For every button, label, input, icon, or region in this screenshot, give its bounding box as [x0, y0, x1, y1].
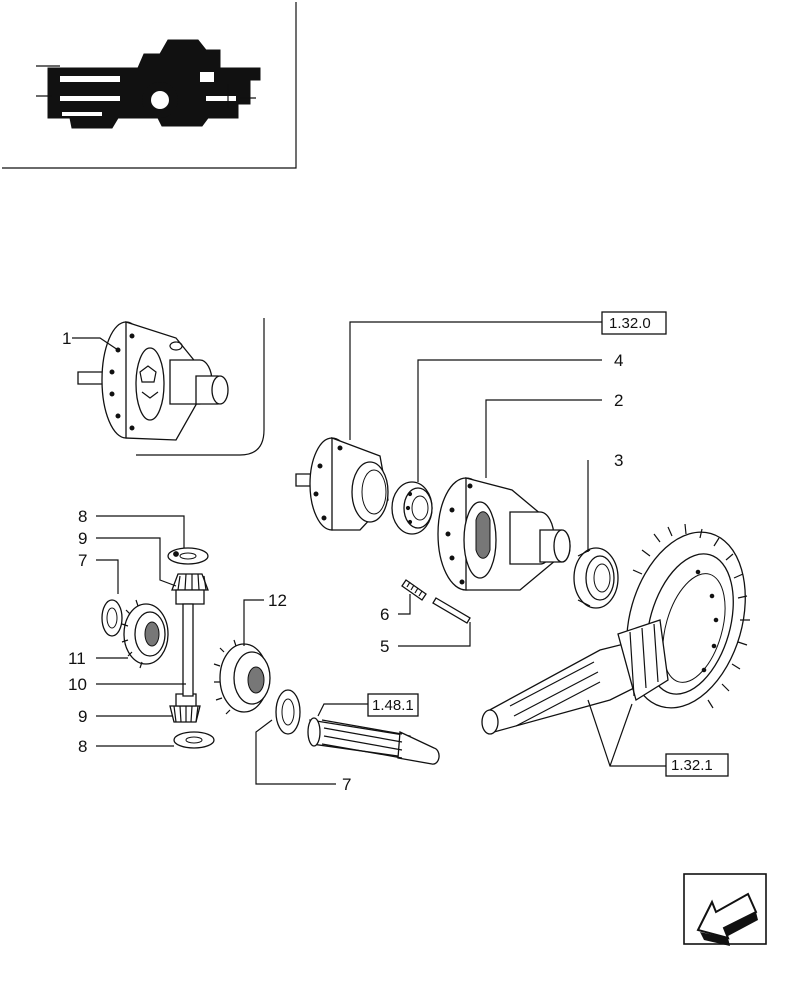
callout-labels: 1 4 2 3 6 5 8 9 7 11 10 9 8 12 7 [62, 329, 623, 794]
callout-7-right: 7 [342, 775, 351, 794]
reference-1-48-1[interactable]: 1.48.1 [367, 693, 419, 717]
part-7-washer-right [275, 689, 301, 735]
differential-cover [295, 437, 389, 531]
callout-7-left: 7 [78, 551, 87, 570]
part-6-pin [401, 579, 427, 601]
part-12-side-gear [213, 639, 271, 715]
part-2-differential-case [437, 477, 571, 591]
callout-6: 6 [380, 605, 389, 624]
part-4-bearing [391, 481, 433, 535]
callout-1: 1 [62, 329, 71, 348]
callout-9-bottom: 9 [78, 707, 87, 726]
part-1-differential-assembly [77, 318, 265, 456]
splined-shaft-half [307, 717, 440, 765]
part-9-pinion-top [171, 573, 209, 605]
part-5-pin [432, 597, 471, 624]
part-8-thrust-washer-bottom [173, 731, 215, 749]
callout-5: 5 [380, 637, 389, 656]
reference-1-32-1[interactable]: 1.32.1 [665, 753, 729, 777]
callout-3: 3 [614, 451, 623, 470]
part-9-pinion-bottom [169, 693, 201, 723]
callout-11: 11 [68, 649, 86, 668]
part-8-thrust-washer-top [167, 547, 209, 565]
locator-thumbnail [2, 2, 297, 169]
callout-9-top: 9 [78, 529, 87, 548]
callout-8-top: 8 [78, 507, 87, 526]
part-11-side-gear [121, 599, 169, 669]
reference-1-32-0-label: 1.32.0 [609, 315, 651, 332]
callout-10: 10 [68, 675, 87, 694]
reference-1-48-1-label: 1.48.1 [372, 697, 414, 714]
callout-8-bottom: 8 [78, 737, 87, 756]
callout-4: 4 [614, 351, 623, 370]
reference-1-32-0[interactable]: 1.32.0 [601, 311, 667, 335]
back-arrow-icon [696, 892, 758, 946]
back-arrow-button[interactable] [683, 873, 767, 946]
part-7-washer-left [101, 599, 123, 637]
ring-gear-and-pinion [481, 523, 750, 735]
part-10-cross-shaft [182, 603, 194, 697]
callout-12: 12 [268, 591, 287, 610]
leader-lines [72, 321, 666, 785]
reference-1-32-1-label: 1.32.1 [671, 757, 713, 774]
callout-2: 2 [614, 391, 623, 410]
part-3-bearing [573, 547, 619, 609]
